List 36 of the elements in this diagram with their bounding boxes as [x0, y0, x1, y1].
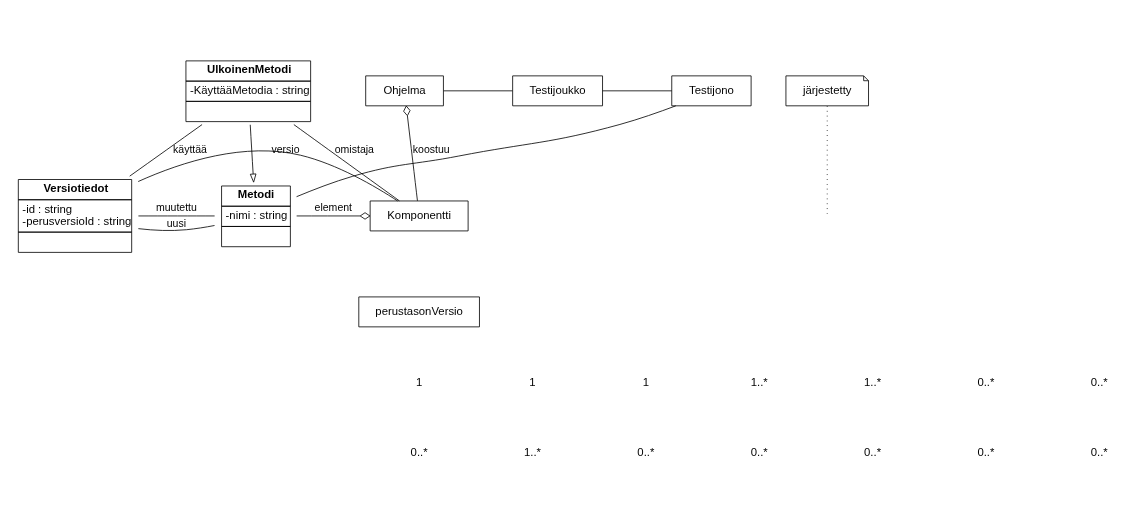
node-box: Komponentti [369, 200, 469, 232]
label: 1..* [864, 375, 882, 388]
edge-label: omistaja [334, 143, 374, 156]
connector [443, 90, 513, 92]
node-box: Ohjelma [365, 75, 444, 107]
label: 1..* [523, 446, 541, 459]
label: 0..* [864, 446, 882, 459]
label: 0..* [1090, 375, 1108, 388]
label: 0..* [750, 446, 768, 459]
label: 1 [642, 375, 650, 388]
node-box: Testijoukko [512, 75, 603, 107]
edge-label: versio [271, 143, 300, 156]
connector [137, 150, 399, 202]
node-box: perustasonVersio [358, 296, 480, 328]
edge-label: käyttää [173, 143, 207, 156]
connector [602, 90, 673, 92]
connector [129, 124, 203, 177]
edge-label: muutettu [155, 200, 197, 213]
label: 0..* [977, 375, 995, 388]
edge-label: element [314, 200, 353, 213]
label: 1..* [750, 375, 768, 388]
connector [296, 212, 371, 220]
arrow [249, 124, 257, 183]
edge-label: koostuu [412, 143, 450, 156]
label: 0..* [637, 446, 655, 459]
node-box: Testijono [671, 75, 752, 107]
connector [293, 124, 400, 202]
label: 0..* [410, 446, 428, 459]
label: 0..* [977, 446, 995, 459]
connector [296, 105, 677, 198]
label: 1 [529, 375, 536, 388]
connector [137, 225, 215, 231]
label: 1 [415, 375, 423, 388]
label: 0..* [1090, 446, 1108, 459]
connector [403, 105, 418, 202]
edge-label: uusi [166, 216, 187, 229]
